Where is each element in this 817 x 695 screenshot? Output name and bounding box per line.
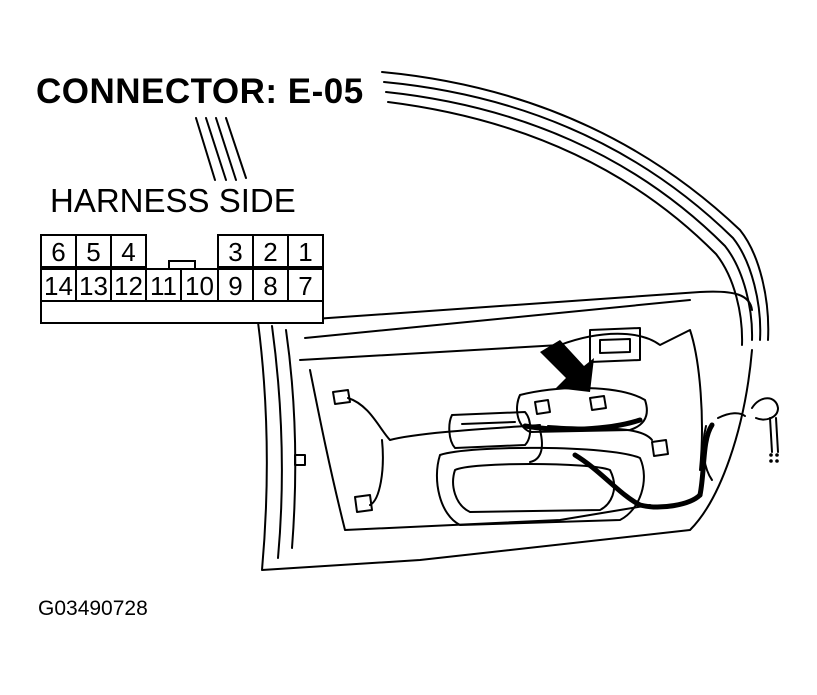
pin-cell: 8 xyxy=(252,268,289,302)
pin-cell: 10 xyxy=(180,268,219,302)
pin-cell: 9 xyxy=(217,268,254,302)
pin-cell: 11 xyxy=(145,268,182,302)
pin-cell: 7 xyxy=(287,268,324,302)
arrow-icon xyxy=(540,340,594,392)
pin-cell: 1 xyxy=(287,234,324,268)
pin-cell: 12 xyxy=(110,268,147,302)
connector-housing xyxy=(40,300,324,324)
pin-cell: 14 xyxy=(40,268,77,302)
pin-cell: 5 xyxy=(75,234,112,268)
pin-cell: 2 xyxy=(252,234,289,268)
pin-cell: 6 xyxy=(40,234,77,268)
pin-cell: 13 xyxy=(75,268,112,302)
diagram-title: CONNECTOR: E-05 xyxy=(36,72,364,111)
pin-cell: 3 xyxy=(217,234,254,268)
harness-side-label: HARNESS SIDE xyxy=(50,182,296,219)
figure-id: G03490728 xyxy=(38,597,148,620)
pin-cell: 4 xyxy=(110,234,147,268)
